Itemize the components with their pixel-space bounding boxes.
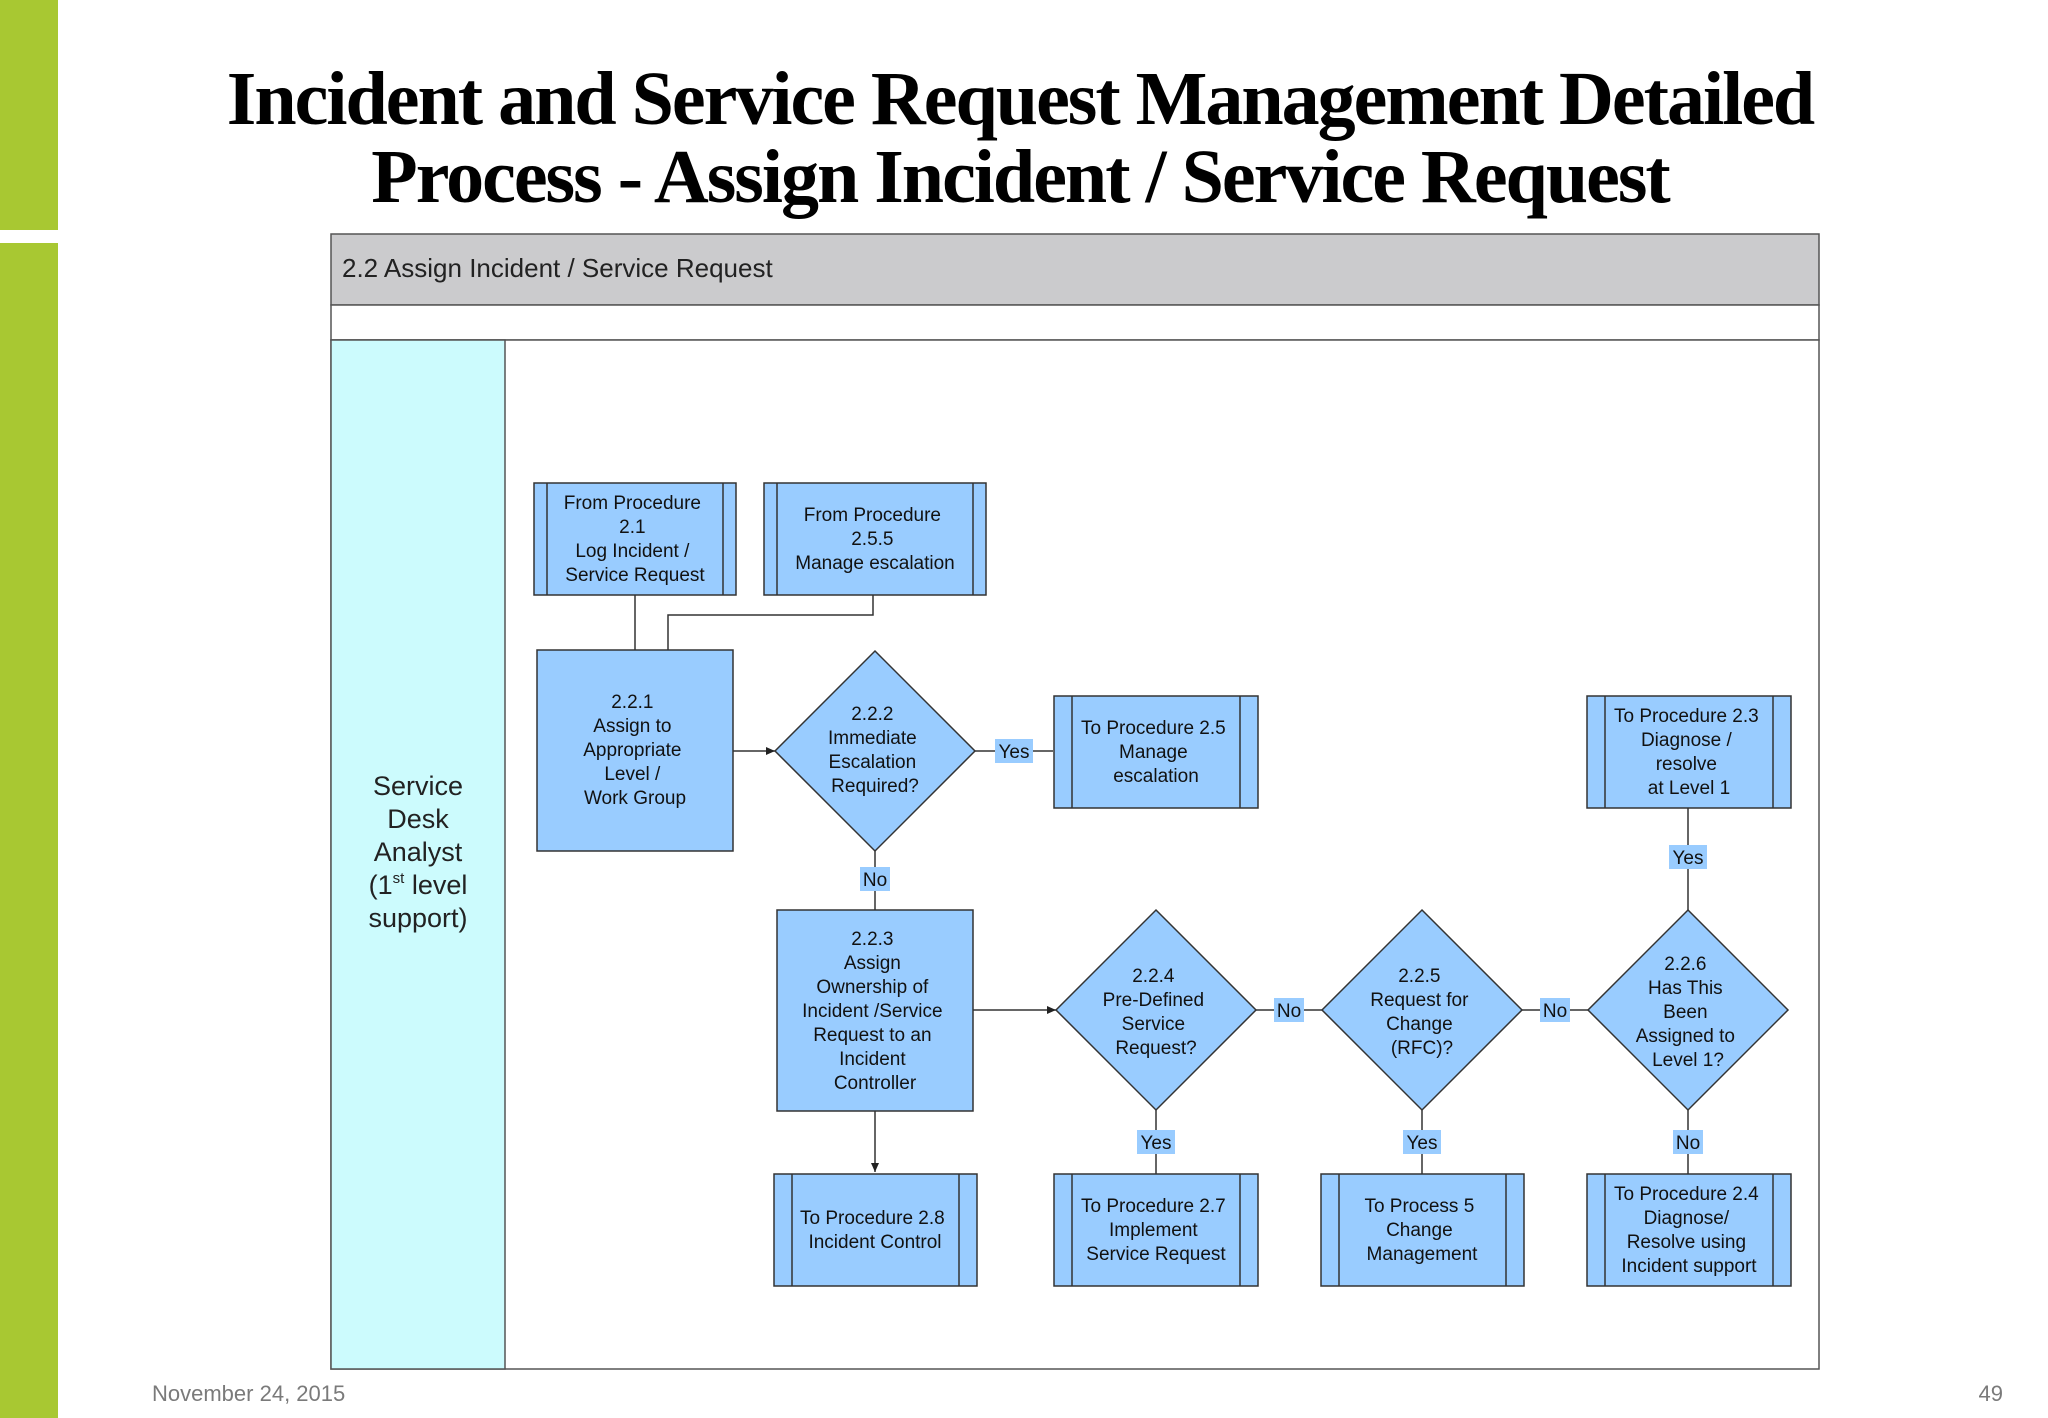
svg-text:Yes: Yes	[1141, 1133, 1172, 1154]
edge-label-yes-2-2-5: Yes	[1403, 1130, 1441, 1154]
process-box-2-2-1: 2.2.1 Assign to Appropriate Level / Work…	[536, 649, 734, 852]
slide-title-line-1: Incident and Service Request Management …	[226, 57, 1815, 141]
swimlane-label-line: Desk	[387, 804, 449, 834]
process-box-2-2-3: 2.2.3 Assign Ownership of Incident /Serv…	[776, 909, 974, 1112]
svg-text:No: No	[1543, 1001, 1567, 1022]
ref-box-to-procedure-2-7: To Procedure 2.7 Implement Service Reque…	[1053, 1173, 1259, 1287]
page-number: 49	[1978, 1381, 2003, 1406]
edge-label-no-2-2-6: No	[1673, 1130, 1703, 1154]
node-label: To Procedure 2.4 Diagnose/ Resolve using…	[1614, 1184, 1764, 1277]
swimlane-label-line: Service	[373, 771, 463, 801]
node-label: From Procedure 2.1 Log Incident / Servic…	[564, 493, 707, 586]
node-label: 2.2.4 Pre-Defined Service Request?	[1103, 966, 1210, 1059]
svg-text:No: No	[863, 870, 887, 891]
slide-title-line-2: Process - Assign Incident / Service Requ…	[371, 135, 1670, 219]
node-label: 2.2.1 Assign to Appropriate Level / Work…	[583, 692, 687, 809]
ref-box-to-procedure-2-3: To Procedure 2.3 Diagnose / resolve at L…	[1586, 695, 1792, 809]
ref-box-from-procedure-2-5-5: From Procedure 2.5.5 Manage escalation	[763, 482, 987, 596]
diagram-header-bar	[330, 233, 1820, 306]
accent-bar-bottom	[0, 243, 58, 1418]
edge-label-yes-to-2-3: Yes	[1669, 845, 1707, 869]
accent-bar-top	[0, 0, 58, 230]
diagram-subheader-bar	[330, 304, 1820, 341]
edge-label-no-2-2-5: No	[1540, 998, 1570, 1022]
decision-2-2-2: 2.2.2 Immediate Escalation Required?	[773, 649, 977, 853]
node-label: 2.2.2 Immediate Escalation Required?	[828, 704, 922, 797]
edge-label-yes-2-2-4: Yes	[1137, 1130, 1175, 1154]
edge-label-yes-to-2-5: Yes	[995, 739, 1033, 763]
node-label: To Procedure 2.3 Diagnose / resolve at L…	[1614, 706, 1764, 799]
edge-label-no-2-2-4: No	[1274, 998, 1304, 1022]
edge-label-no-2-2-2: No	[860, 867, 890, 891]
swimlane-label-cell	[330, 339, 506, 1370]
node-label: 2.2.5 Request for Change (RFC)?	[1370, 966, 1474, 1059]
svg-text:Yes: Yes	[1673, 848, 1704, 869]
svg-text:Yes: Yes	[999, 742, 1030, 763]
svg-text:No: No	[1676, 1133, 1700, 1154]
diagram-header-label: 2.2 Assign Incident / Service Request	[342, 253, 773, 283]
ref-box-to-procedure-2-8: To Procedure 2.8 Incident Control	[773, 1173, 978, 1287]
node-label: To Procedure 2.7 Implement Service Reque…	[1081, 1196, 1231, 1265]
connector-from255-to-221	[667, 595, 874, 650]
svg-text:Yes: Yes	[1407, 1133, 1438, 1154]
swimlane-label-line: support)	[368, 903, 467, 933]
swimlane-label-level: (1st level	[369, 870, 468, 900]
ref-box-to-procedure-2-5: To Procedure 2.5 Manage escalation	[1053, 695, 1259, 809]
node-label: To Procedure 2.5 Manage escalation	[1081, 718, 1231, 787]
node-label: From Procedure 2.5.5 Manage escalation	[795, 505, 955, 574]
slide-title: Incident and Service Request Management …	[60, 60, 1980, 216]
node-label: To Process 5 Change Management	[1364, 1196, 1479, 1265]
swimlane-label-line: Analyst	[374, 837, 463, 867]
decision-2-2-5: 2.2.5 Request for Change (RFC)?	[1320, 908, 1524, 1112]
ref-box-to-process-5: To Process 5 Change Management	[1320, 1173, 1525, 1287]
swimlane-label: Service Desk Analyst (1st level support)	[368, 771, 467, 933]
node-label: 2.2.6 Has This Been Assigned to Level 1?	[1636, 954, 1741, 1071]
ref-box-to-procedure-2-4: To Procedure 2.4 Diagnose/ Resolve using…	[1586, 1173, 1792, 1287]
footer-date: November 24, 2015	[152, 1381, 346, 1406]
decision-2-2-6: 2.2.6 Has This Been Assigned to Level 1?	[1586, 908, 1790, 1112]
node-label: 2.2.3 Assign Ownership of Incident /Serv…	[802, 929, 948, 1094]
decision-2-2-4: 2.2.4 Pre-Defined Service Request?	[1054, 908, 1258, 1112]
ref-box-from-procedure-2-1: From Procedure 2.1 Log Incident / Servic…	[533, 482, 737, 596]
node-label: To Procedure 2.8 Incident Control	[800, 1208, 950, 1253]
svg-text:No: No	[1277, 1001, 1301, 1022]
